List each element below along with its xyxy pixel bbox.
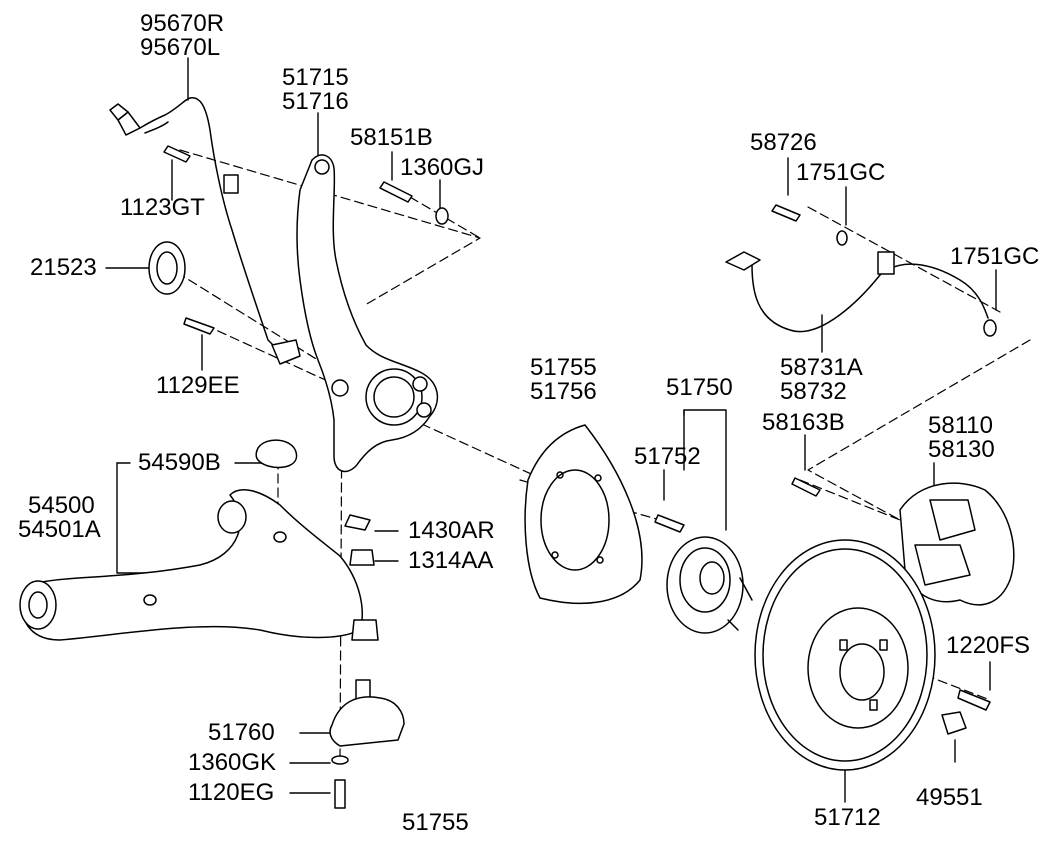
label-1220FS: 1220FS	[946, 632, 1031, 659]
label-58732: 58732	[780, 378, 847, 405]
label-51716: 51716	[282, 88, 349, 115]
label-58731A: 58731A	[780, 354, 863, 381]
label-54590B: 54590B	[138, 449, 221, 476]
label-51756: 51756	[530, 378, 597, 405]
label-51755-bottom: 51755	[402, 809, 469, 836]
label-1360GJ: 1360GJ	[400, 154, 485, 181]
caliper-drawing	[791, 477, 1015, 606]
label-1360GK: 1360GK	[188, 749, 277, 776]
label-54500: 54500	[28, 492, 95, 519]
label-1120EG: 1120EG	[188, 779, 275, 806]
label-51760: 51760	[208, 719, 275, 746]
label-1430AR: 1430AR	[408, 517, 495, 544]
label-58163B: 58163B	[762, 409, 845, 436]
dust-shield-drawing	[524, 424, 643, 605]
knuckle-drawing	[296, 154, 439, 473]
label-1129EE: 1129EE	[156, 372, 240, 399]
label-1314AA: 1314AA	[408, 547, 494, 574]
label-58151B: 58151B	[350, 124, 433, 151]
label-49551: 49551	[916, 784, 983, 811]
leader-lines	[105, 57, 997, 803]
abs-sensor-drawing	[109, 97, 301, 365]
label-1751GC-right: 1751GC	[950, 243, 1040, 270]
label-51715: 51715	[282, 64, 349, 91]
label-1123GT: 1123GT	[120, 194, 205, 221]
label-51712: 51712	[814, 804, 881, 831]
lower-arm-drawing	[19, 439, 379, 641]
hardware-upper-left	[148, 145, 449, 335]
label-58130: 58130	[928, 436, 995, 463]
label-95670R: 95670R	[140, 10, 225, 37]
label-1751GC-upper: 1751GC	[796, 159, 886, 186]
label-58726: 58726	[750, 129, 817, 156]
ball-joint-drawing	[329, 679, 405, 809]
label-54501A: 54501A	[18, 516, 101, 543]
hub-bearing-drawing	[654, 514, 753, 634]
label-51752: 51752	[634, 443, 701, 470]
brake-hose-drawing	[725, 204, 997, 337]
label-51755: 51755	[530, 354, 597, 381]
label-51750: 51750	[666, 374, 733, 401]
label-95670L: 95670L	[140, 34, 221, 61]
label-58110: 58110	[928, 412, 993, 439]
label-21523: 21523	[30, 254, 97, 281]
brake-disc-drawing	[754, 539, 991, 771]
